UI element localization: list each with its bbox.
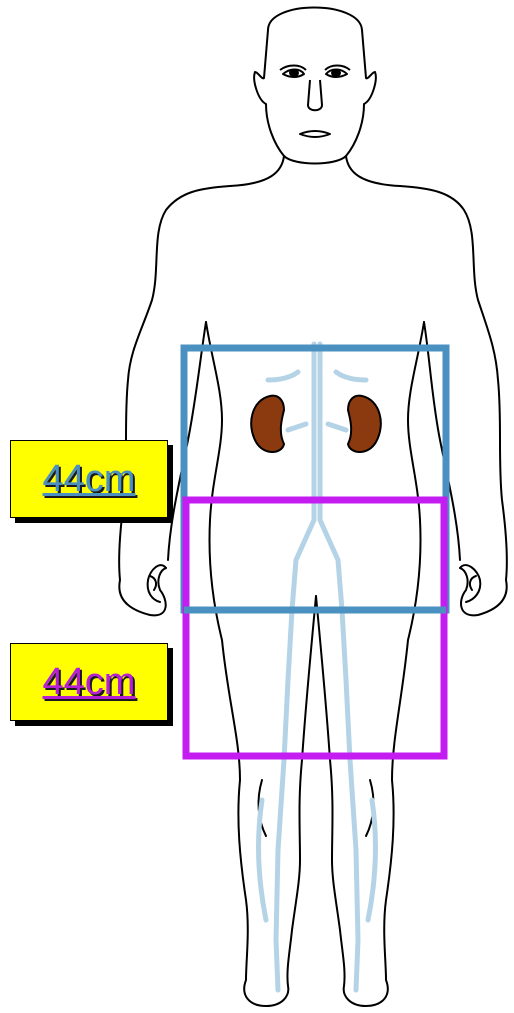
lower-measurement-label: 44cm [10,643,168,721]
head [254,8,376,164]
left-kidney [251,396,284,452]
lower-measurement-frame [186,500,444,756]
upper-measurement-label: 44cm [10,440,168,518]
right-kidney [348,396,381,452]
